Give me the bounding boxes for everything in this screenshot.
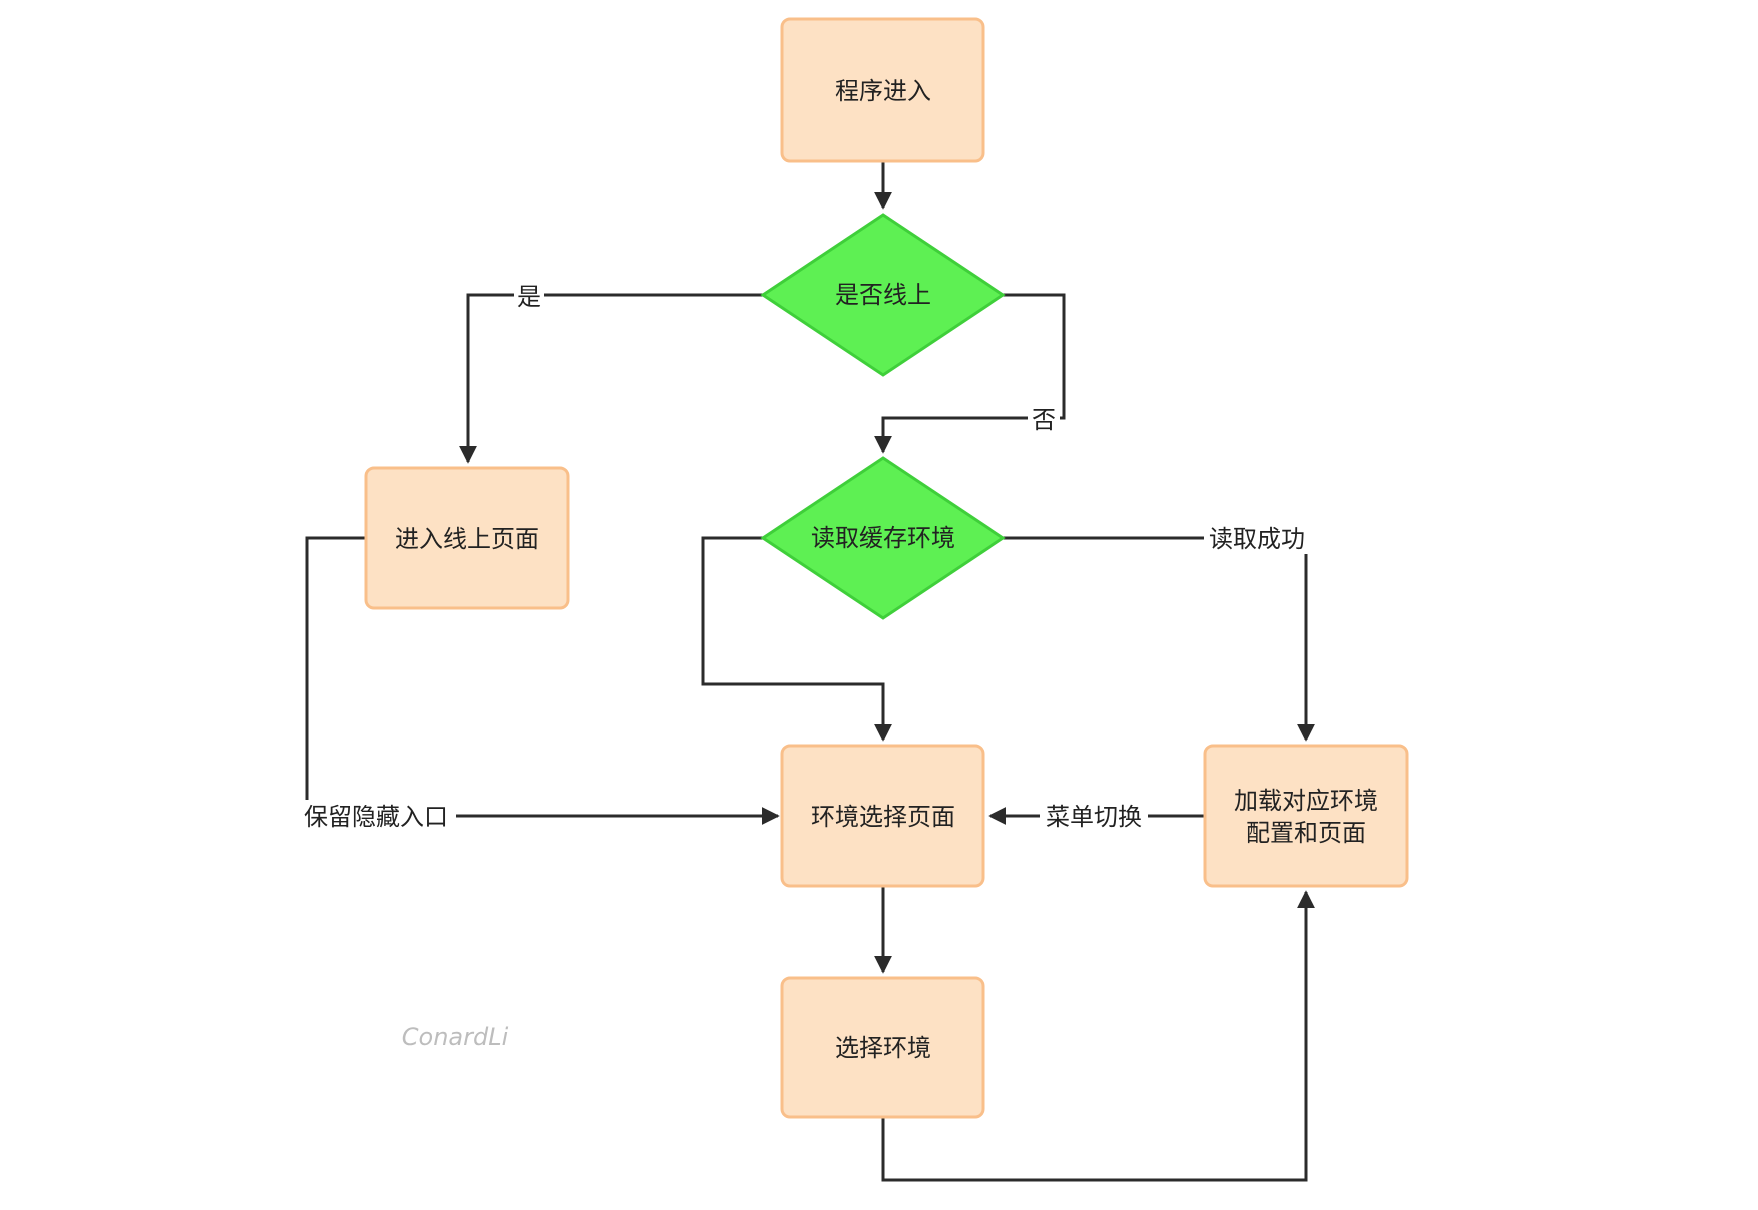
edge-labels: 是 否 读取成功 保留隐藏入口 菜单切换: [296, 280, 1310, 834]
node-is-online-label: 是否线上: [835, 281, 931, 309]
edge-label-no: 否: [1032, 406, 1056, 434]
node-read-cache: 读取缓存环境: [760, 456, 1006, 620]
node-env-select-page-label: 环境选择页面: [811, 803, 955, 831]
edges: [305, 162, 1315, 1182]
node-enter-online: 进入线上页面: [364, 466, 570, 610]
edge-is-online-no: [874, 293, 1066, 454]
edge-select-env-to-load-config: [881, 890, 1315, 1182]
edge-label-keep-hidden-entry: 保留隐藏入口: [304, 803, 448, 831]
edge-label-menu-switch: 菜单切换: [1046, 803, 1142, 831]
node-start: 程序进入: [780, 17, 985, 163]
edge-read-cache-fail: [701, 536, 892, 742]
node-enter-online-label: 进入线上页面: [395, 525, 539, 553]
node-select-env-label: 选择环境: [835, 1034, 931, 1062]
edge-label-yes: 是: [517, 283, 541, 311]
edge-read-cache-success: [1003, 536, 1315, 742]
edge-label-read-success: 读取成功: [1209, 525, 1305, 553]
node-select-env: 选择环境: [780, 976, 985, 1119]
node-load-config-line1: 加载对应环境: [1234, 787, 1378, 815]
node-read-cache-label: 读取缓存环境: [811, 524, 955, 552]
node-start-label: 程序进入: [835, 77, 931, 105]
edge-enter-online-hidden-entry: [305, 536, 780, 825]
node-load-config: 加载对应环境 配置和页面: [1203, 744, 1409, 888]
node-is-online: 是否线上: [760, 213, 1006, 377]
watermark-text: ConardLi: [402, 1023, 509, 1051]
node-env-select-page: 环境选择页面: [780, 744, 985, 888]
edge-is-online-yes: [459, 293, 763, 464]
node-load-config-line2: 配置和页面: [1246, 819, 1366, 847]
